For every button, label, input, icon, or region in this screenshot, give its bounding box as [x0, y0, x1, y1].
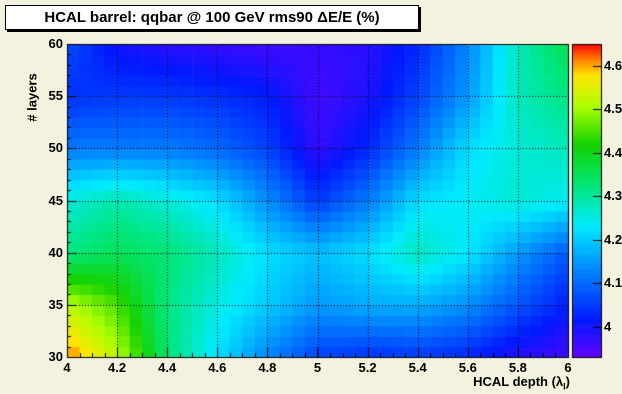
chart-title-box: HCAL barrel: qqbar @ 100 GeV rms90 ΔE/E … [5, 5, 419, 30]
colorbar-tick-label: 4.5 [604, 101, 622, 117]
x-tick-label: 4.4 [158, 360, 177, 375]
colorbar-tick-label: 4.1 [604, 275, 622, 291]
x-tick-label: 5 [313, 360, 322, 375]
colorbar-tick-label: 4.6 [604, 57, 622, 73]
x-tick-label: 5.2 [358, 360, 377, 375]
chart-title: HCAL barrel: qqbar @ 100 GeV rms90 ΔE/E … [44, 9, 380, 26]
y-tick-label: 30 [48, 349, 63, 364]
x-tick-label: 6 [564, 360, 572, 375]
x-tick-label: 4.8 [258, 360, 277, 375]
y-tick-label: 45 [48, 192, 63, 208]
x-axis-label-end: ) [565, 374, 570, 389]
colorbar-tick-label: 4.4 [604, 144, 622, 160]
x-tick-label: 5.8 [508, 360, 527, 375]
x-axis-label: HCAL depth (λI) [473, 374, 570, 392]
colorbar-tick-label: 4.3 [604, 188, 622, 204]
x-tick-label: 5.4 [408, 360, 427, 375]
colorbar-tick-label: 4.2 [604, 231, 622, 247]
x-axis-label-sub: I [563, 381, 566, 392]
y-tick-label: 60 [48, 36, 63, 51]
y-tick-label: 50 [48, 140, 63, 156]
x-tick-label: 4 [63, 360, 71, 375]
x-tick-label: 5.6 [458, 360, 477, 375]
x-axis-label-main: HCAL depth (λ [473, 374, 564, 389]
y-tick-label: 55 [48, 88, 63, 104]
y-tick-label: 40 [48, 244, 63, 260]
y-tick-label: 35 [48, 296, 63, 312]
x-tick-label: 4.6 [208, 360, 227, 375]
colorbar-tick-label: 4 [604, 318, 612, 334]
x-tick-label: 4.2 [108, 360, 127, 375]
